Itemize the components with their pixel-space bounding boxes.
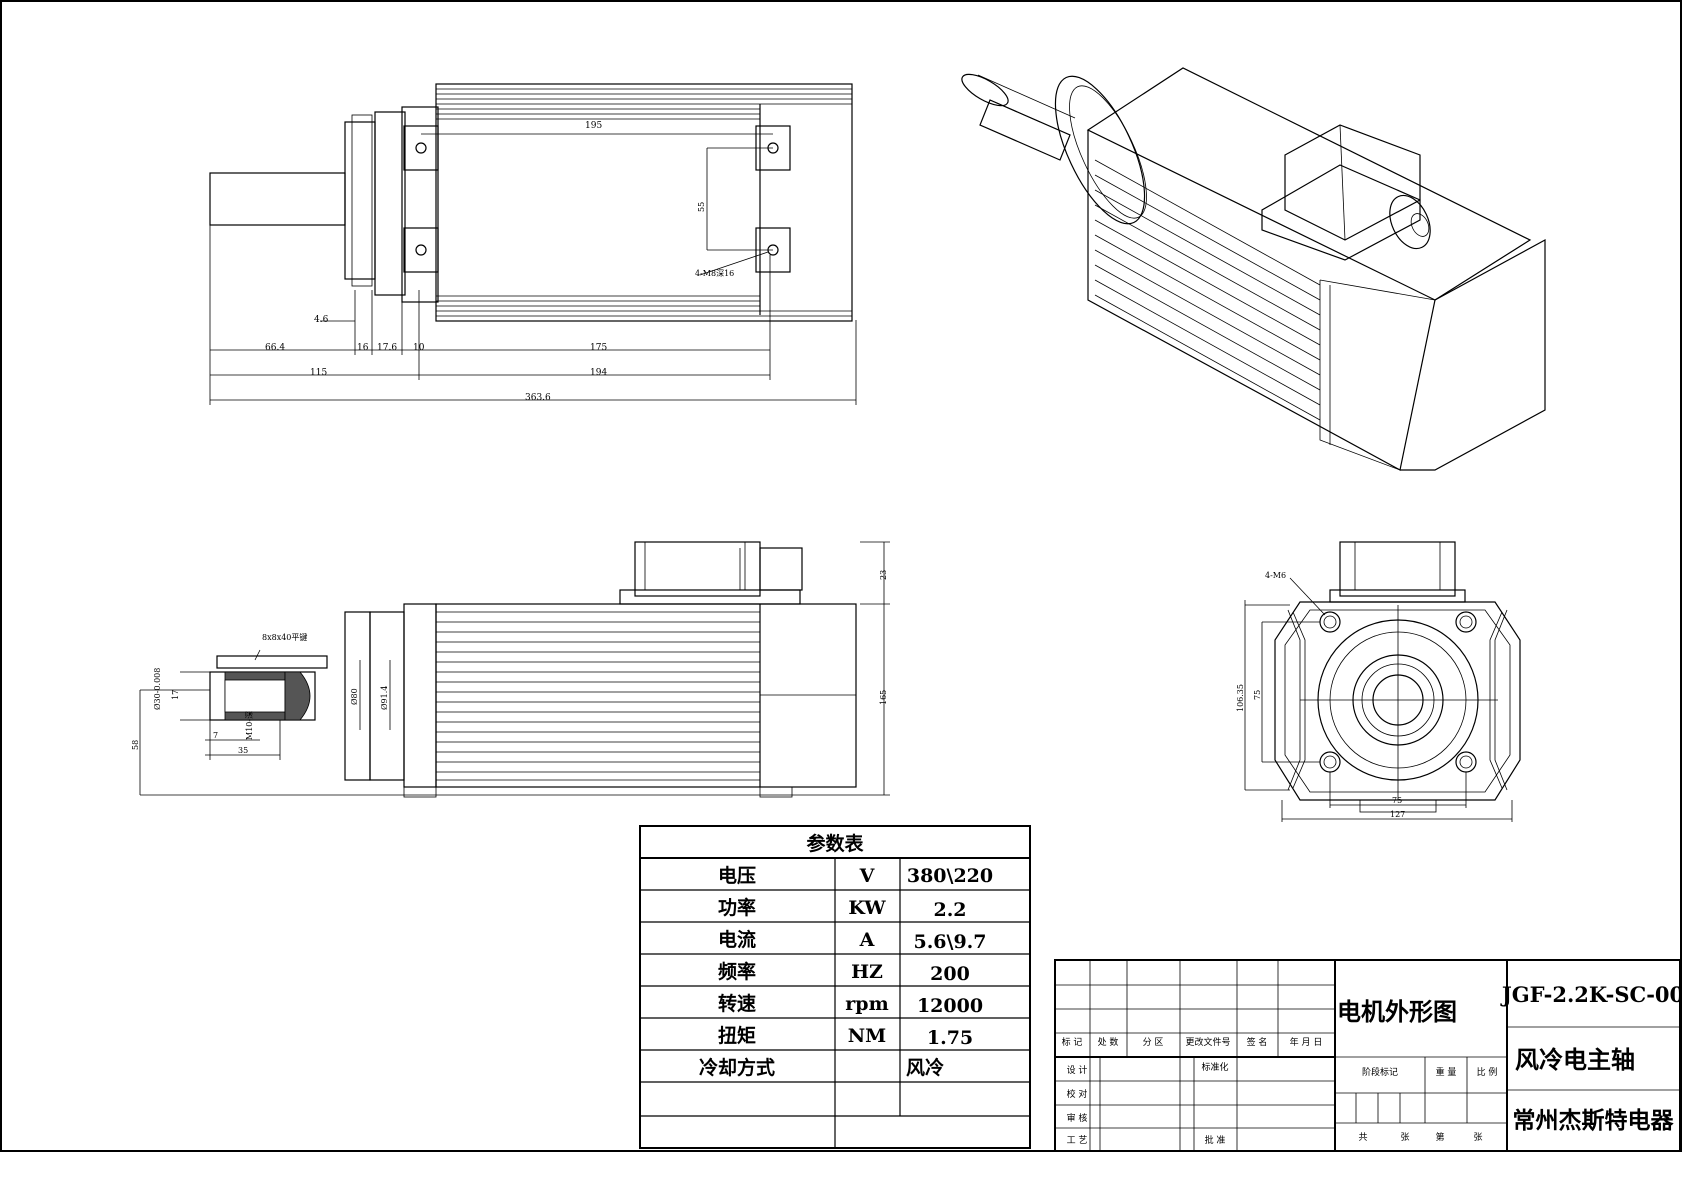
dim-195: 195 [585, 121, 602, 131]
tb-process: 工 艺 [1067, 1135, 1088, 1146]
tb-company: 常州杰斯特电器 [1513, 1107, 1675, 1134]
param-table-title: 参数表 [806, 832, 864, 855]
dim-m10: M10-深 [245, 711, 254, 740]
dim-58: 58 [131, 740, 140, 750]
tb-drawing-name: 电机外形图 [1337, 997, 1457, 1026]
dim-55: 55 [697, 202, 706, 212]
dim-175: 175 [590, 343, 607, 353]
tb-review: 审 核 [1067, 1112, 1088, 1124]
tb-rev-date: 年 月 日 [1290, 1036, 1323, 1048]
dim-115: 115 [310, 368, 327, 378]
dim-key: 8x8x40平键 [262, 632, 307, 642]
dim-4-6: 4.6 [314, 315, 329, 325]
tb-standardize: 标准化 [1201, 1061, 1228, 1073]
title-block: 标 记 处 数 分 区 更改文件号 签 名 年 月 日 设 计 校 对 审 核 … [1054, 959, 1682, 1152]
tb-rev-sign: 签 名 [1247, 1036, 1268, 1048]
param-name: 扭矩 [718, 1024, 756, 1047]
tb-sheet-no: 第 [1435, 1131, 1444, 1143]
dim-10: 10 [413, 343, 425, 353]
param-name: 功率 [718, 896, 756, 919]
end-view: 4-M6 106.35 75 75 127 [1236, 541, 1521, 822]
tb-rev-count: 处 数 [1098, 1036, 1119, 1048]
param-name: 电压 [718, 864, 756, 887]
front-view: 195 4.6 66.4 16 17.6 10 175 115 194 363.… [209, 83, 857, 405]
param-unit: KW [848, 897, 886, 919]
dim-23: 23 [879, 570, 888, 580]
tb-design: 设 计 [1067, 1064, 1088, 1076]
param-value: 380\220 [907, 865, 993, 887]
param-value: 5.6\9.7 [913, 931, 986, 953]
dim-7: 7 [213, 731, 218, 740]
isometric-view [961, 67, 1546, 471]
param-value: 12000 [917, 995, 983, 1017]
dim-127: 127 [1390, 810, 1405, 819]
param-unit: rpm [845, 993, 888, 1015]
dim-194: 194 [590, 368, 607, 378]
dim-91: Ø91.4 [380, 686, 389, 710]
param-unit: NM [848, 1025, 886, 1047]
param-name: 冷却方式 [699, 1056, 775, 1079]
dim-106: 106.35 [1236, 684, 1245, 712]
tb-product-name: 风冷电主轴 [1515, 1045, 1635, 1074]
dim-30: Ø30-0.008 [153, 668, 162, 710]
tb-rev-doc: 更改文件号 [1185, 1036, 1230, 1048]
param-value: 风冷 [906, 1056, 944, 1079]
param-name: 转速 [718, 992, 756, 1015]
param-name: 频率 [718, 960, 756, 983]
tb-total: 共 [1358, 1132, 1367, 1143]
tb-drawing-code: JGF-2.2K-SC-00 [1500, 982, 1682, 1007]
tb-rev-zone: 分 区 [1143, 1037, 1164, 1048]
dim-hole-front: 4-M8深16 [695, 269, 734, 278]
dim-35: 35 [238, 746, 248, 755]
tb-rev-mark: 标 记 [1062, 1036, 1083, 1048]
param-value: 200 [930, 963, 970, 985]
param-table: 参数表 电压 V 380\220 功率 KW 2.2 电流 A 5.6\9.7 … [639, 825, 1031, 1149]
dim-80: Ø80 [350, 688, 359, 705]
dim-16: 16 [357, 343, 369, 353]
dim-66-4: 66.4 [265, 343, 285, 353]
tb-stage-mark: 阶段标记 [1362, 1066, 1398, 1078]
dim-17: 17 [171, 690, 180, 700]
drawing-border [0, 0, 1682, 1152]
tb-check: 校 对 [1067, 1088, 1088, 1100]
tb-scale: 比 例 [1477, 1066, 1498, 1078]
side-view: 8x8x40平键 23 165 58 Ø30-0.008 17 7 35 M10… [131, 541, 890, 798]
dim-75-h: 75 [1392, 796, 1402, 805]
dim-holes: 4-M6 [1265, 571, 1286, 580]
dim-75-v: 75 [1253, 690, 1262, 700]
tb-sheet: 张 [1473, 1132, 1482, 1143]
param-unit: A [859, 929, 875, 951]
param-value: 2.2 [933, 899, 966, 921]
param-name: 电流 [718, 928, 756, 951]
param-unit: V [859, 865, 876, 887]
tb-weight: 重 量 [1436, 1066, 1457, 1078]
dim-165: 165 [879, 690, 888, 705]
param-unit: HZ [851, 961, 883, 983]
dim-17-6: 17.6 [377, 343, 397, 353]
tb-approve: 批 准 [1205, 1134, 1226, 1146]
dim-363-6: 363.6 [525, 393, 551, 403]
tb-sheets: 张 [1400, 1132, 1409, 1143]
param-value: 1.75 [927, 1027, 973, 1049]
